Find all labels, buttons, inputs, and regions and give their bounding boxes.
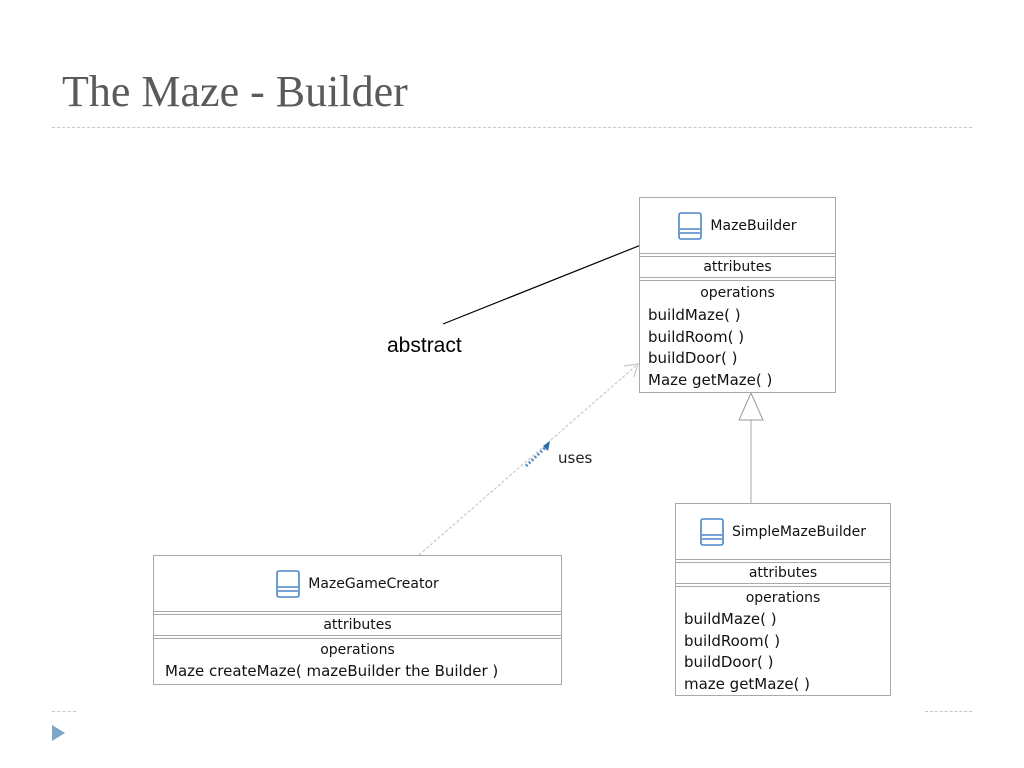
play-triangle-icon	[52, 725, 65, 741]
section-divider	[676, 583, 890, 587]
abstract-annotation-arrow	[442, 238, 657, 325]
operation-item: Maze getMaze( )	[648, 370, 773, 389]
uses-marker-icon	[524, 441, 550, 468]
section-divider	[154, 635, 561, 639]
class-header: MazeBuilder	[640, 198, 835, 253]
section-divider	[640, 277, 835, 281]
attributes-label: attributes	[703, 259, 772, 275]
class-box-maze-builder[interactable]: MazeBuilder attributes operations buildM…	[639, 197, 836, 393]
dependency-line	[418, 363, 639, 556]
operation-item: maze getMaze( )	[684, 674, 811, 693]
section-divider	[640, 253, 835, 257]
operations-label: operations	[320, 642, 395, 658]
class-box-simple-maze-builder[interactable]: SimpleMazeBuilder attributes operations …	[675, 503, 891, 696]
operation-item: buildDoor( )	[648, 349, 738, 367]
operation-item: buildMaze( )	[684, 610, 777, 628]
dependency-arrowhead	[623, 363, 639, 378]
section-divider	[154, 611, 561, 615]
class-header: MazeGameCreator	[154, 556, 561, 611]
operation-item: buildRoom( )	[684, 631, 781, 650]
class-icon	[276, 569, 301, 598]
operation-item: buildRoom( )	[648, 327, 745, 346]
operation-item: Maze createMaze( mazeBuilder the Builder…	[165, 662, 499, 680]
class-header: SimpleMazeBuilder	[676, 504, 890, 559]
class-name: MazeGameCreator	[308, 575, 439, 592]
class-name: MazeBuilder	[710, 217, 797, 234]
page-title: The Maze - Builder	[62, 67, 408, 116]
operation-item: buildDoor( )	[684, 653, 774, 671]
section-divider	[676, 559, 890, 563]
operations-label: operations	[700, 285, 775, 301]
class-box-maze-game-creator[interactable]: MazeGameCreator attributes operations Ma…	[153, 555, 562, 685]
title-divider	[52, 127, 972, 128]
class-name: SimpleMazeBuilder	[732, 523, 866, 540]
operation-item: buildMaze( )	[648, 306, 741, 324]
class-icon	[700, 517, 724, 546]
attributes-label: attributes	[748, 565, 818, 581]
uses-label: uses	[558, 449, 593, 467]
class-icon	[678, 211, 703, 240]
attributes-label: attributes	[323, 617, 392, 633]
operations-label: operations	[745, 590, 821, 606]
inheritance-arrowhead	[738, 391, 764, 421]
abstract-annotation-label: abstract	[387, 334, 462, 357]
footer-divider-left	[52, 711, 76, 712]
footer-divider-right	[925, 711, 972, 712]
